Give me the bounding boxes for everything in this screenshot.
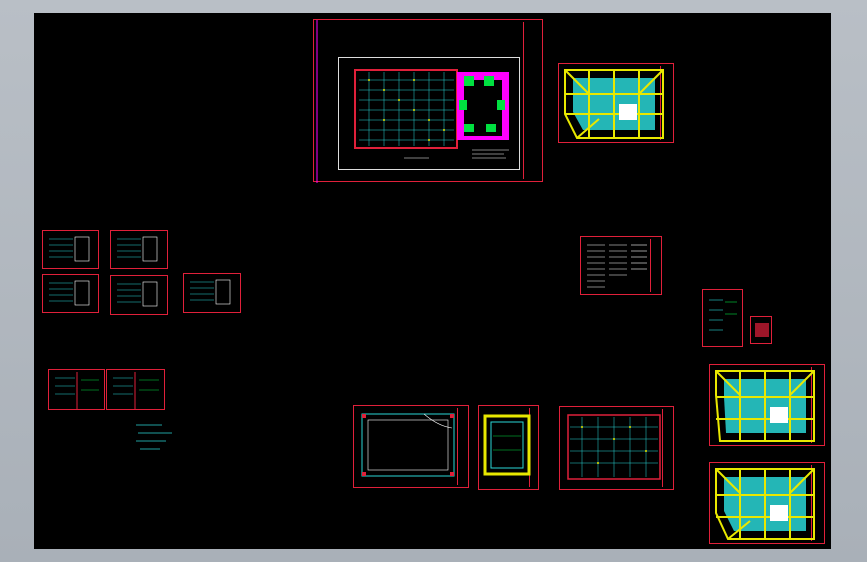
detail-sheet-5-drawing	[190, 279, 231, 305]
detail-sheet-1-drawing	[49, 236, 90, 262]
loose-annotations	[136, 424, 172, 450]
plan-bottom-3-drawing	[567, 414, 661, 480]
detail-sheet-7-drawing	[113, 372, 159, 409]
detail-sheet-4-drawing	[117, 281, 158, 307]
foundation-plan-right-top-sheet[interactable]	[558, 63, 674, 143]
plan-bottom-3[interactable]	[559, 406, 674, 490]
plan-bottom-2-drawing	[483, 414, 531, 476]
foundation-plan-right-bottom-drawing	[715, 468, 815, 540]
small-sheet-a[interactable]	[702, 289, 743, 347]
detail-sheet-5[interactable]	[183, 273, 241, 313]
plan-bottom-2[interactable]	[478, 405, 539, 490]
plan-bottom-1-drawing	[361, 413, 455, 477]
detail-sheet-2-drawing	[117, 236, 158, 262]
small-sheet-b-drawing	[755, 323, 769, 337]
detail-sheet-6-drawing	[55, 372, 99, 409]
detail-sheet-1[interactable]	[42, 230, 99, 269]
notes-sheet-drawing	[587, 244, 647, 288]
foundation-plan-right-mid-sheet[interactable]	[709, 364, 825, 446]
foundation-plan-right-bottom-sheet[interactable]	[709, 462, 825, 544]
main-site-plan-sheet[interactable]	[313, 19, 543, 183]
detail-sheet-3-drawing	[49, 280, 90, 306]
detail-sheet-7[interactable]	[106, 369, 165, 410]
plan-bottom-1[interactable]	[353, 405, 469, 488]
small-sheet-b[interactable]	[750, 316, 772, 344]
notes-sheet[interactable]	[580, 236, 662, 295]
detail-sheet-2[interactable]	[110, 230, 168, 269]
cad-model-space[interactable]	[34, 13, 831, 549]
foundation-plan-right-mid-drawing	[715, 370, 815, 442]
detail-sheet-4[interactable]	[110, 275, 168, 315]
detail-sheet-6[interactable]	[48, 369, 105, 410]
small-sheet-a-drawing	[709, 299, 737, 331]
detail-sheet-3[interactable]	[42, 274, 99, 313]
foundation-plan-right-top-drawing	[564, 69, 664, 139]
main-site-plan-drawing	[316, 20, 509, 183]
